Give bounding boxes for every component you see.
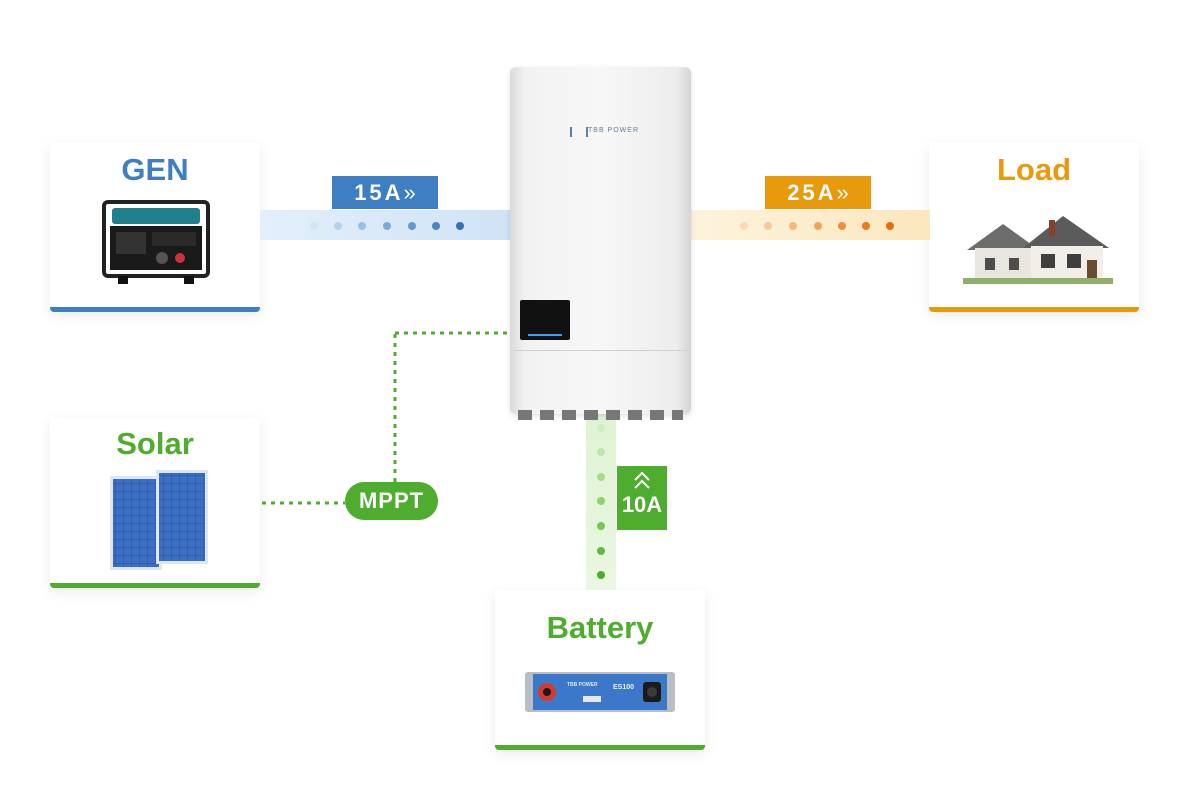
solar-panel-image: [110, 470, 208, 570]
load-flow-dot: [838, 222, 846, 230]
gen-card-bar: [50, 307, 260, 312]
load-card: Load: [929, 142, 1139, 312]
gen-current-tag: 15A»: [332, 176, 438, 209]
battery-flow-dot: [597, 497, 605, 505]
battery-module-brand: TBB POWER: [567, 682, 598, 688]
load-flow-dot: [886, 222, 894, 230]
load-flow-dot: [764, 222, 772, 230]
solar-card-bar: [50, 583, 260, 588]
house-image: [963, 216, 1113, 284]
generator-image: [102, 200, 210, 284]
gen-flow-dot: [310, 222, 318, 230]
gen-flow-dot: [456, 222, 464, 230]
inverter-display: [520, 300, 570, 340]
battery-module-model: ES100: [613, 684, 635, 691]
inverter-brand: TBB POWER: [588, 127, 640, 134]
battery-current-tag: 10A: [617, 466, 667, 530]
load-card-bar: [929, 307, 1139, 312]
battery-card: Battery TBB POWER ES100: [495, 590, 705, 750]
gen-flow-dot: [383, 222, 391, 230]
battery-current-value: 10A: [621, 492, 663, 517]
load-title: Load: [996, 152, 1072, 187]
gen-flow-arrow-icon: »: [403, 180, 416, 205]
load-flow-dot: [740, 222, 748, 230]
battery-flow-up-arrow-icon: [634, 471, 650, 489]
gen-flow-dot: [334, 222, 342, 230]
battery-flow-dot: [597, 424, 605, 432]
gen-flow-dot: [358, 222, 366, 230]
battery-card-bar: [495, 745, 705, 750]
load-flow-dot: [789, 222, 797, 230]
battery-flow-dot: [597, 448, 605, 456]
inverter-terminals: [518, 410, 683, 420]
mppt-badge: MPPT: [345, 482, 438, 520]
load-current-value: 25A: [787, 180, 837, 205]
battery-flow-dot: [597, 547, 605, 555]
inverter-unit: TBB POWER: [510, 67, 691, 420]
gen-current-value: 15A: [354, 180, 404, 205]
load-flow-arrow-icon: »: [836, 180, 849, 205]
battery-title: Battery: [546, 610, 654, 645]
inverter-bottom-panel: [514, 350, 687, 351]
gen-flow-dot: [432, 222, 440, 230]
load-flow-dot: [862, 222, 870, 230]
solar-title: Solar: [116, 426, 194, 461]
battery-flow-dot: [597, 522, 605, 530]
gen-flow-dot: [408, 222, 416, 230]
battery-flow-dot: [597, 473, 605, 481]
load-current-tag: 25A»: [765, 176, 871, 209]
inverter-logo-icon: [570, 127, 588, 137]
battery-module-image: [525, 672, 675, 712]
battery-flow-dot: [597, 571, 605, 579]
gen-card: GEN: [50, 142, 260, 312]
load-flow-dot: [814, 222, 822, 230]
gen-title: GEN: [121, 152, 189, 187]
solar-card: Solar: [50, 418, 260, 588]
